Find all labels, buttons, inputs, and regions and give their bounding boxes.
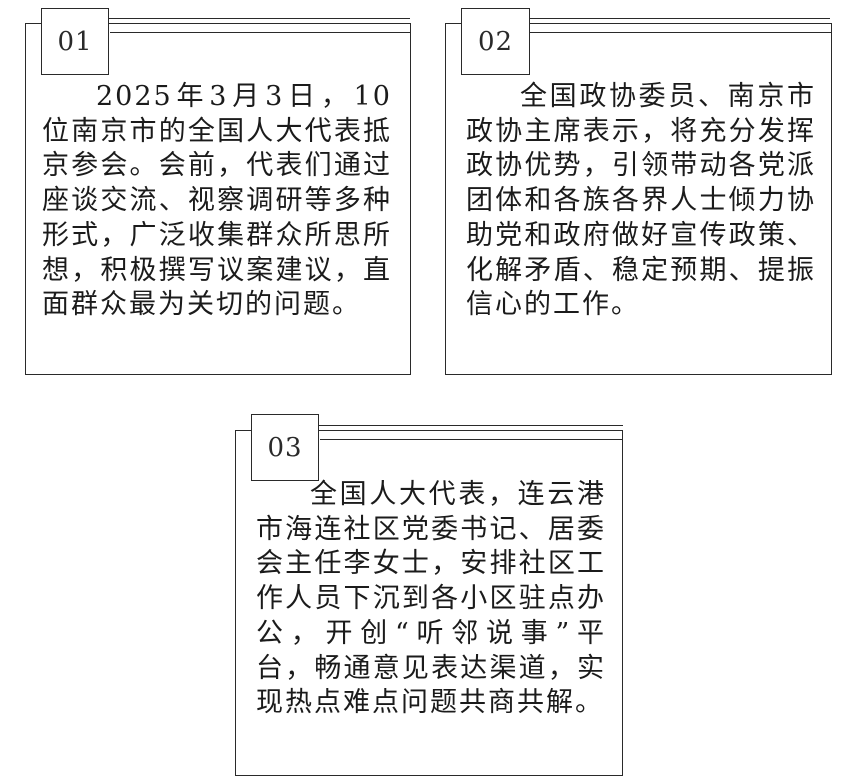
card-text: 全国政协委员、南京市政协主席表示，将充分发挥政协优势，引领带动各党派团体和各族各… [466,81,816,321]
card-number: 01 [41,8,109,75]
decorative-rule [530,32,831,33]
decorative-rule [280,425,623,426]
decorative-rule [320,439,623,440]
decorative-rule [70,18,410,19]
card-frame [25,23,411,375]
decorative-rule [110,32,411,33]
card-number: 02 [461,8,530,75]
card-text: 全国人大代表，连云港市海连社区党委书记、居委会主任李女士，安排社区工作人员下沉到… [256,479,606,719]
card-text: 2025年3月3日，10位南京市的全国人大代表抵京参会。会前，代表们通过座谈交流… [42,81,392,321]
card-number: 03 [251,414,319,481]
decorative-rule [490,18,830,19]
card-frame [445,23,832,375]
card-frame [235,430,623,776]
